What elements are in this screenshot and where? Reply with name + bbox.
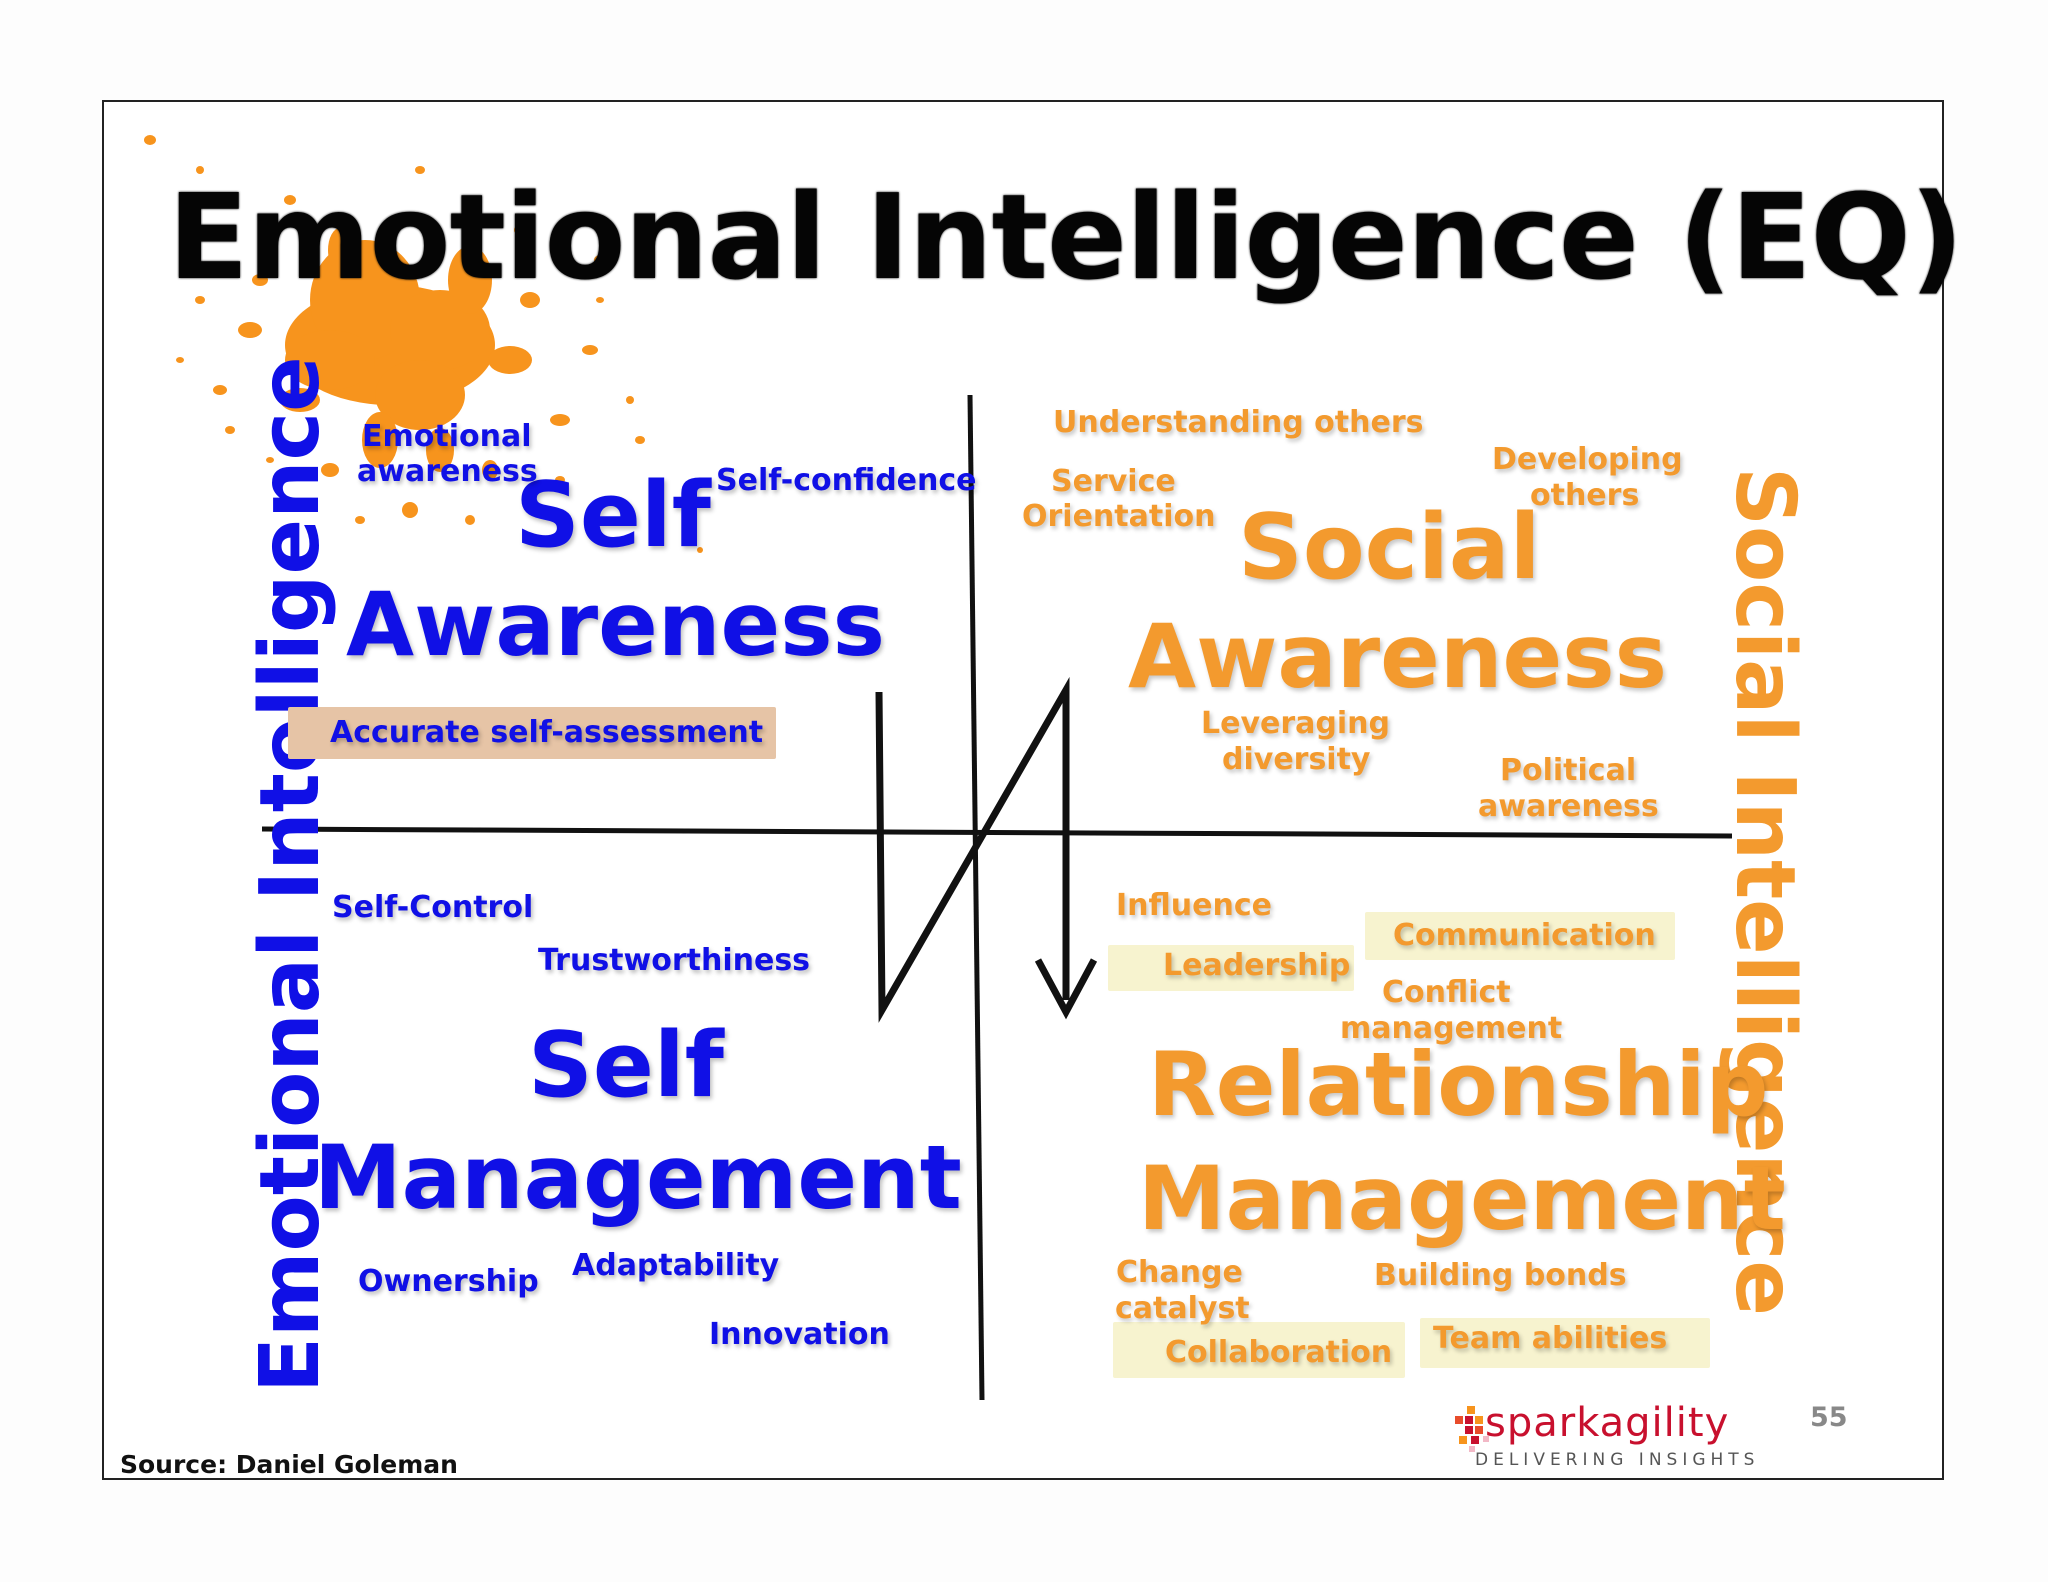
item-accurate-self-assessment: Accurate self-assessment <box>330 715 764 750</box>
self-management-heading-line2: Management <box>314 1126 962 1229</box>
highlight-accurate-self-assessment <box>288 707 776 759</box>
page-title: Emotional Intelligence (EQ) <box>168 168 1964 306</box>
highlight-leadership <box>1108 945 1354 991</box>
item-self-control: Self-Control <box>332 890 534 925</box>
item-leadership: Leadership <box>1163 948 1351 983</box>
item-innovation: Innovation <box>709 1317 890 1352</box>
social-awareness-heading-line1: Social <box>1238 495 1541 600</box>
highlight-team-abilities <box>1420 1318 1710 1368</box>
item-service: Service <box>1051 464 1176 499</box>
item-change-catalyst: catalyst <box>1115 1291 1250 1326</box>
self-management-heading-line1: Self <box>528 1013 724 1118</box>
logo-wordmark: sparkagility <box>1485 1400 1730 1446</box>
item-conflict: Conflict <box>1382 975 1511 1010</box>
source-citation: Source: Daniel Goleman <box>120 1450 458 1479</box>
item-diversity: diversity <box>1222 742 1371 777</box>
item-political: Political <box>1500 753 1637 788</box>
item-trustworthiness: Trustworthiness <box>538 943 811 978</box>
item-team-abilities: Team abilities <box>1433 1321 1668 1356</box>
item-developing: Developing <box>1492 442 1683 477</box>
item-collaboration: Collaboration <box>1165 1335 1393 1370</box>
item-self-confidence: Self-confidence <box>716 463 977 498</box>
highlight-collaboration <box>1113 1322 1405 1378</box>
social-awareness-heading-line2: Awareness <box>1128 605 1667 708</box>
flow-arrow-line <box>875 676 1070 1023</box>
flow-arrow-head-icon <box>1034 958 1098 1020</box>
page-number: 55 <box>1810 1402 1848 1433</box>
relationship-management-heading-line2: Management <box>1138 1147 1786 1250</box>
item-political-awareness: awareness <box>1478 789 1659 824</box>
self-awareness-heading-line1: Self <box>515 463 711 568</box>
item-orientation: Orientation <box>1022 499 1216 534</box>
item-others: others <box>1530 478 1640 513</box>
item-influence: Influence <box>1116 888 1272 923</box>
sparkagility-logo: sparkagility DELIVERING INSIGHTS <box>1455 1400 1795 1472</box>
horizontal-axis <box>261 826 1733 839</box>
item-leveraging: Leveraging <box>1201 706 1390 741</box>
vertical-axis <box>967 394 985 1401</box>
item-awareness: awareness <box>357 454 538 489</box>
item-ownership: Ownership <box>358 1264 539 1299</box>
item-change: Change <box>1116 1255 1243 1290</box>
item-building-bonds: Building bonds <box>1374 1258 1627 1293</box>
item-emotional: Emotional <box>362 419 532 454</box>
left-side-label: Emotional Intelligence <box>243 356 338 1393</box>
item-conflict-management: management <box>1340 1011 1563 1046</box>
logo-tagline: DELIVERING INSIGHTS <box>1475 1450 1760 1470</box>
self-awareness-heading-line2: Awareness <box>346 573 885 676</box>
relationship-management-heading-line1: Relationship <box>1148 1033 1769 1136</box>
item-communication: Communication <box>1393 918 1656 953</box>
highlight-communication <box>1365 912 1675 960</box>
item-understanding-others: Understanding others <box>1053 405 1424 440</box>
logo-pixel-icon <box>1455 1406 1489 1452</box>
item-adaptability: Adaptability <box>572 1248 780 1283</box>
